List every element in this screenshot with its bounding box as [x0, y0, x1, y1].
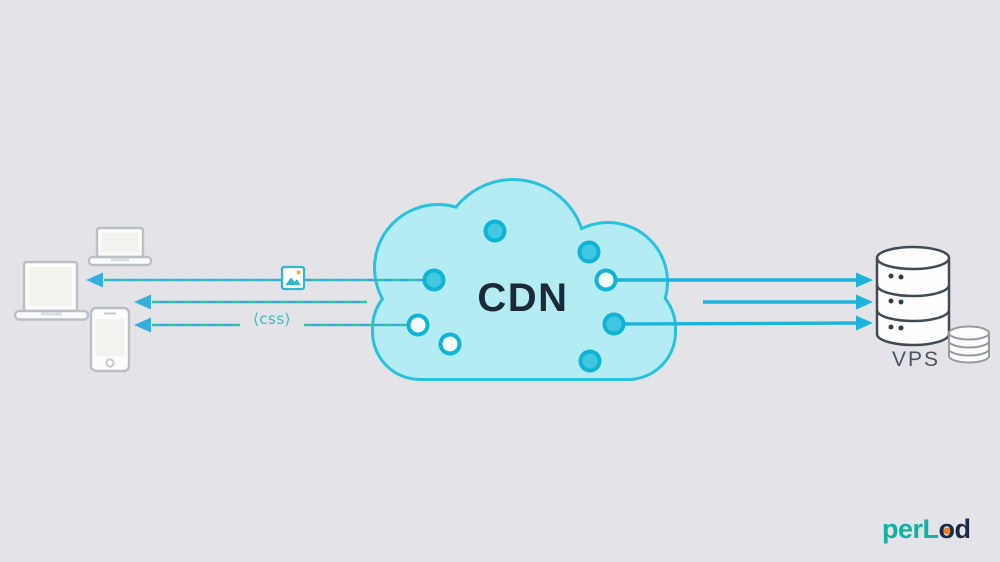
arrowhead-left-icon	[134, 294, 151, 310]
vps-label: VPS	[891, 348, 941, 371]
laptop-small-icon	[87, 226, 153, 267]
cdn-node-filled	[422, 268, 446, 292]
logo-text-navy: d	[954, 514, 972, 544]
dashed-request-lines-teal	[104, 278, 435, 327]
solid-origin-lines	[607, 278, 859, 326]
laptop-large-icon	[13, 260, 90, 321]
cdn-node-filled	[577, 240, 601, 264]
css-tag-label: ⟨css⟩	[252, 310, 292, 328]
arrowhead-left-icon	[86, 272, 103, 288]
cdn-node-white	[438, 332, 462, 356]
cdn-node-filled	[483, 219, 507, 243]
cdn-node-filled	[578, 349, 602, 373]
logo-letter-o: o	[939, 513, 956, 545]
dashed-request-lines-blue	[104, 278, 435, 327]
logo-text-teal: perL	[882, 514, 939, 544]
right-arrowheads	[856, 272, 873, 331]
arrowhead-right-icon	[856, 272, 873, 288]
cdn-node-filled	[602, 312, 626, 336]
cdn-node-white	[594, 268, 618, 292]
smartphone-icon	[89, 306, 131, 373]
server-stack-icon	[875, 245, 951, 347]
cdn-cloud-label: CDN	[477, 276, 569, 320]
logo-orange-dot-icon	[943, 527, 951, 535]
perlod-logo: perLod	[882, 513, 971, 545]
arrowhead-right-icon	[856, 294, 873, 310]
arrowhead-left-icon	[134, 317, 151, 333]
cdn-nodes	[406, 219, 626, 373]
image-icon	[280, 265, 306, 291]
cdn-node-white	[406, 313, 430, 337]
arrowhead-right-icon	[856, 315, 873, 331]
left-arrowheads	[86, 272, 151, 333]
database-icon	[948, 325, 990, 364]
